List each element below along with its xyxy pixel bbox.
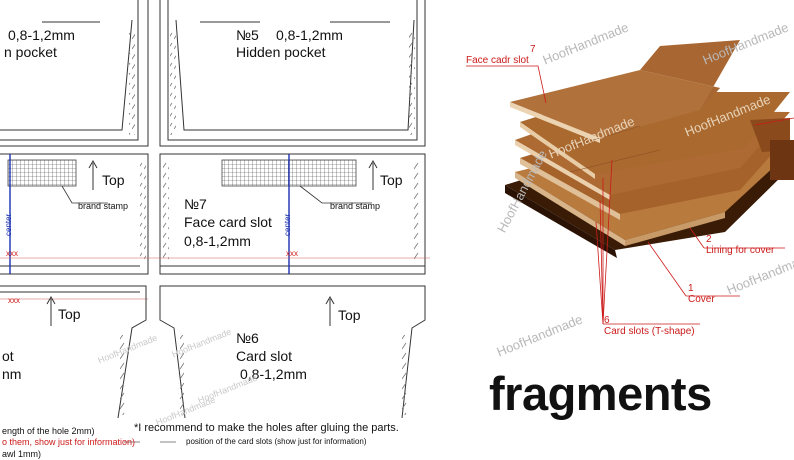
hidden-pocket-name: Hidden pocket (236, 44, 326, 60)
card-slot-size: 0,8-1,2mm (240, 366, 307, 382)
face-card-slot-piece (159, 153, 426, 275)
watermark: HoofHandmade (724, 249, 794, 298)
hidden-pocket-number: №5 (236, 27, 259, 43)
center-label: center (4, 213, 13, 236)
hidden-pocket-size: 0,8-1,2mm (276, 27, 343, 43)
legend-red-note: o them, show just for information) (2, 437, 136, 447)
top-label: Top (58, 306, 81, 322)
partial-size-text: nm (2, 366, 22, 382)
legend-position: position of the card slots (show just fo… (186, 437, 367, 446)
card-slot-number: №6 (236, 330, 259, 346)
watermark: HoofHandmade (682, 91, 773, 140)
label-1-text: Cover (688, 294, 715, 305)
label-6-text: Card slots (T-shape) (604, 326, 695, 337)
pocket-size-label: 0,8-1,2mm (8, 27, 75, 43)
watermark: HoofHandmade (494, 311, 585, 360)
watermark: HoofHandmade (546, 113, 637, 162)
recommend-note: *I recommend to make the holes after glu… (134, 422, 399, 434)
xxx-label: xxx (6, 249, 18, 258)
pattern-drawing (0, 0, 430, 443)
label-7-number: 7 (530, 44, 536, 55)
label-1-number: 1 (688, 283, 694, 294)
card-slot-piece-bottom-left (0, 285, 147, 419)
card-slot-name: Card slot (236, 348, 293, 364)
fragments-title: fragments (489, 367, 712, 420)
pocket-name-label: n pocket (4, 44, 57, 60)
card-slot-piece-middle-left (0, 153, 149, 275)
label-7-text: Face cadr slot (466, 55, 529, 66)
label-6-number: 6 (604, 315, 610, 326)
watermark: HoofHandmade (540, 19, 631, 68)
hidden-pocket-piece (159, 0, 426, 147)
top-label: Top (338, 307, 361, 323)
xxx-label: xxx (286, 249, 298, 258)
label-2-text: Lining for cover (706, 245, 775, 256)
watermark: HoofHandmade (494, 147, 550, 236)
face-card-slot-number: №7 (184, 196, 207, 212)
watermark: HoofHandmade (700, 19, 791, 68)
label-2-number: 2 (706, 234, 712, 245)
xxx-label: xxx (8, 296, 20, 305)
brand-stamp-label: brand stamp (78, 201, 129, 211)
top-label: Top (102, 172, 125, 188)
pocket-piece-top-left (0, 0, 149, 147)
center-label: center (283, 213, 292, 236)
top-label: Top (380, 172, 403, 188)
legend-awl: awl 1mm) (2, 449, 42, 459)
partial-slot-text: ot (2, 348, 14, 364)
card-slot-piece (159, 285, 426, 419)
brand-stamp-label: brand stamp (330, 201, 381, 211)
face-card-slot-name: Face card slot (184, 214, 272, 230)
face-card-slot-size: 0,8-1,2mm (184, 233, 251, 249)
legend-hole-length: ength of the hole 2mm) (2, 426, 95, 436)
